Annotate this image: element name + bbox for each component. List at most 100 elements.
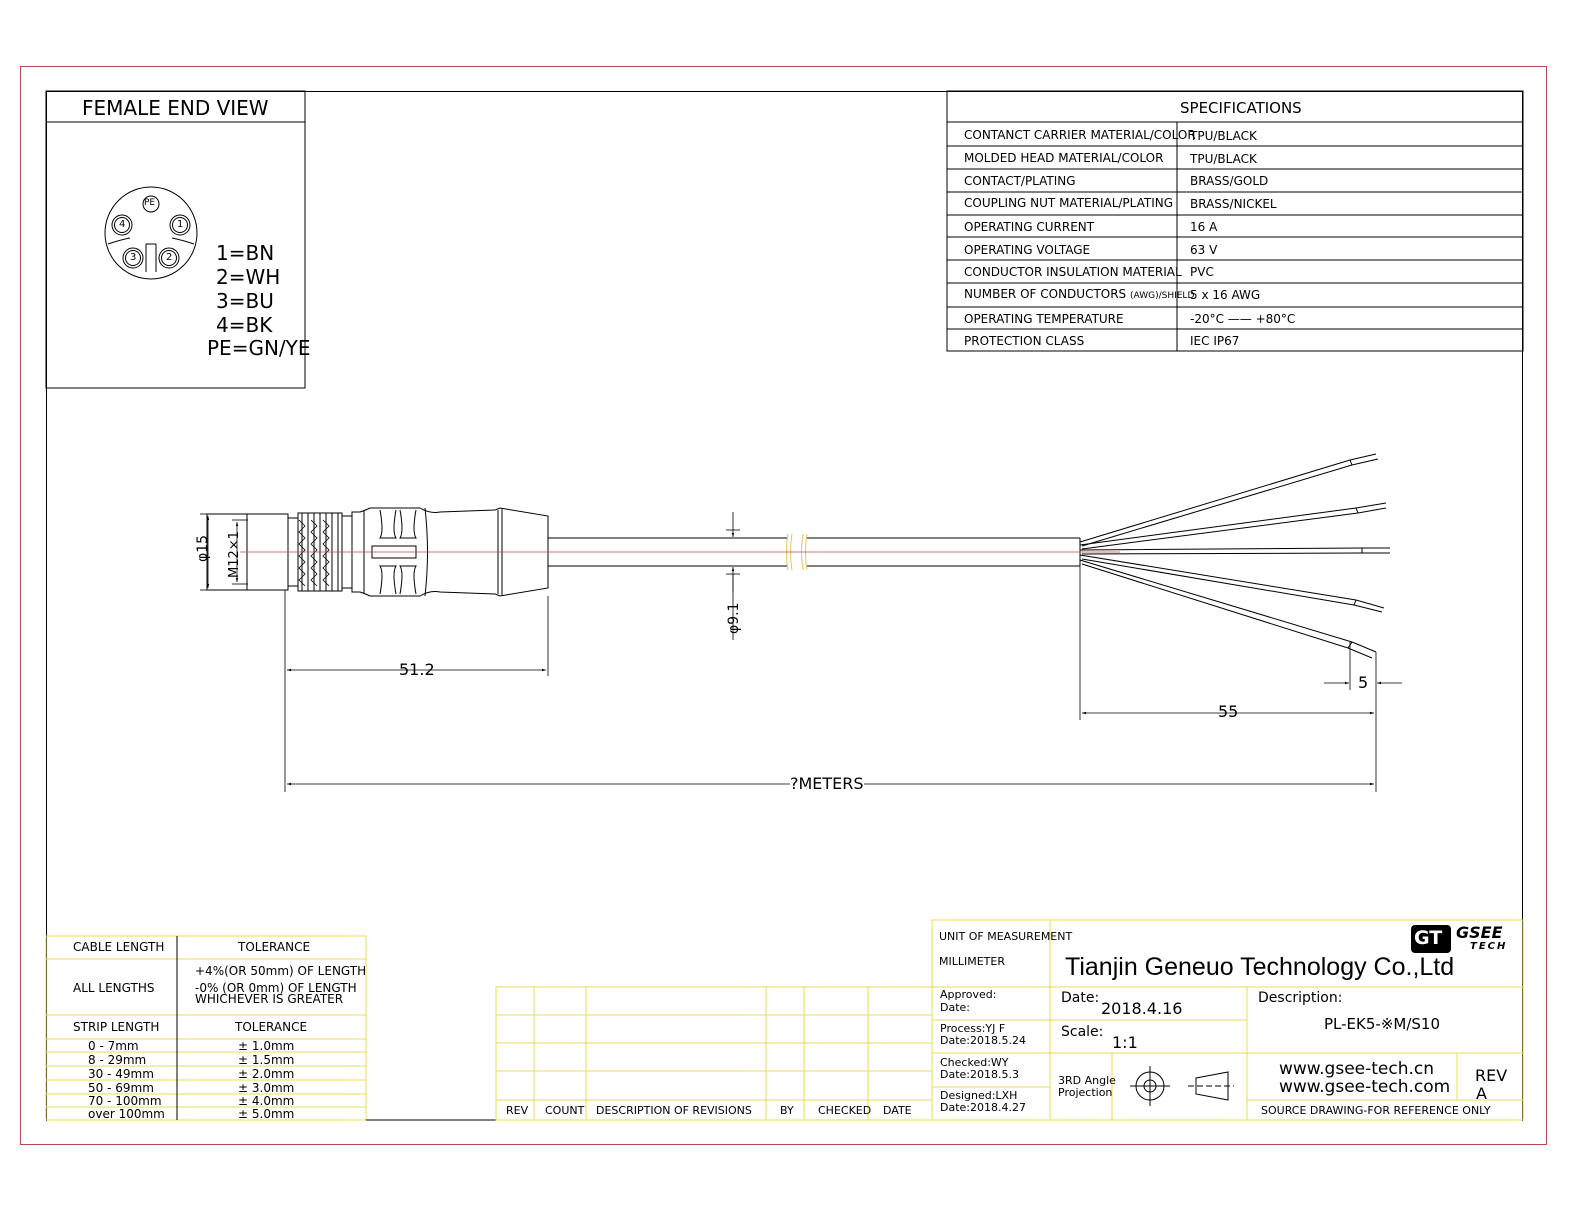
projection-label: 3RD Angle bbox=[1058, 1074, 1116, 1087]
spec-value: 16 A bbox=[1190, 220, 1218, 234]
rev-value: A bbox=[1476, 1084, 1487, 1103]
spec-value: TPU/BLACK bbox=[1190, 152, 1257, 166]
scale-label: Scale: bbox=[1061, 1024, 1104, 1040]
connector-face-diagram bbox=[104, 186, 198, 280]
dimension-cable-diameter: φ9.1 bbox=[726, 602, 742, 635]
pin-1-label: 1 bbox=[177, 219, 184, 230]
strip-tolerance: ± 3.0mm bbox=[238, 1081, 295, 1095]
spec-value: BRASS/NICKEL bbox=[1190, 197, 1277, 211]
female-end-view-box bbox=[45, 90, 306, 389]
process-date: Date:2018.5.24 bbox=[940, 1034, 1026, 1047]
spec-label: COUPLING NUT MATERIAL/PLATING bbox=[964, 196, 1174, 210]
company-logo-mark bbox=[1411, 925, 1451, 953]
logo-gsee-text: GSEE bbox=[1456, 923, 1503, 942]
all-lengths-tolerance: WHICHEVER IS GREATER bbox=[195, 992, 344, 1006]
scale-value: 1:1 bbox=[1112, 1033, 1138, 1052]
all-lengths-tolerance: -0% (OR 0mm) OF LENGTH bbox=[195, 981, 357, 995]
cable-length-header: CABLE LENGTH bbox=[73, 940, 165, 954]
pin-3-label: 3 bbox=[130, 252, 137, 263]
tolerance-table-lines bbox=[45, 935, 367, 1121]
female-end-view-title: FEMALE END VIEW bbox=[82, 96, 269, 120]
revision-header-description: DESCRIPTION OF REVISIONS bbox=[596, 1104, 752, 1117]
approved-label: Approved: bbox=[940, 988, 997, 1001]
dimension-strip-long: 55 bbox=[1218, 702, 1239, 721]
strip-tolerance: ± 1.0mm bbox=[238, 1039, 295, 1053]
logo-tech-text: TECH bbox=[1470, 941, 1508, 952]
pin-2-label: 2 bbox=[166, 252, 173, 263]
dimension-total-length: ?METERS bbox=[790, 774, 864, 793]
strip-tolerance: ± 2.0mm bbox=[238, 1067, 295, 1081]
spec-label: MOLDED HEAD MATERIAL/COLOR bbox=[964, 151, 1164, 165]
strip-range: 8 - 29mm bbox=[88, 1053, 147, 1067]
all-lengths-tolerance: +4%(OR 50mm) OF LENGTH bbox=[195, 964, 367, 978]
strip-range: 0 - 7mm bbox=[88, 1039, 139, 1053]
strip-length-header: STRIP LENGTH bbox=[73, 1020, 160, 1034]
source-drawing-note: SOURCE DRAWING-FOR REFERENCE ONLY bbox=[1261, 1104, 1491, 1117]
spec-label: CONDUCTOR INSULATION MATERIAL bbox=[964, 265, 1182, 279]
pin-4-label: 4 bbox=[119, 219, 126, 230]
spec-label: CONTACT/PLATING bbox=[964, 174, 1076, 188]
wire-color-3: 3=BU bbox=[216, 289, 274, 313]
title-block-lines bbox=[931, 919, 1524, 1121]
revision-header-date: DATE bbox=[883, 1104, 912, 1117]
dimension-head-length: 51.2 bbox=[399, 660, 435, 679]
revision-header-by: BY bbox=[780, 1104, 794, 1117]
spec-label: NUMBER OF CONDUCTORS (AWG)/SHIELD bbox=[964, 287, 1195, 301]
tolerance-header: TOLERANCE bbox=[238, 940, 311, 954]
revision-header-rev: REV bbox=[506, 1104, 529, 1117]
checked-date: Date:2018.5.3 bbox=[940, 1068, 1019, 1081]
drawing-frame bbox=[46, 91, 1523, 1121]
company-name: Tianjin Geneuo Technology Co.,Ltd bbox=[1065, 953, 1455, 981]
unit-of-measurement-value: MILLIMETER bbox=[939, 955, 1005, 968]
spec-label: CONTANCT CARRIER MATERIAL/COLOR bbox=[964, 128, 1196, 142]
process-label: Process:YJ F bbox=[940, 1022, 1006, 1035]
drawing-part-number: PL-EK5-※M/S10 bbox=[1324, 1015, 1440, 1033]
strip-tolerance: ± 5.0mm bbox=[238, 1107, 295, 1121]
spec-label: PROTECTION CLASS bbox=[964, 334, 1085, 348]
checked-label: Checked:WY bbox=[940, 1056, 1009, 1069]
wire-color-4: 4=BK bbox=[216, 313, 273, 337]
strip-range: 70 - 100mm bbox=[88, 1094, 162, 1108]
spec-value: IEC IP67 bbox=[1190, 334, 1240, 348]
dimension-thread: M12×1 bbox=[227, 531, 242, 578]
unit-of-measurement-label: UNIT OF MEASUREMENT bbox=[939, 930, 1073, 943]
spec-value: PVC bbox=[1190, 265, 1214, 279]
website-link-cn[interactable]: www.gsee-tech.cn bbox=[1279, 1059, 1435, 1079]
strip-range: over 100mm bbox=[88, 1107, 165, 1121]
wire-color-1: 1=BN bbox=[216, 241, 275, 265]
designed-date: Date:2018.4.27 bbox=[940, 1101, 1026, 1114]
website-link-com[interactable]: www.gsee-tech.com bbox=[1279, 1077, 1451, 1097]
spec-value: TPU/BLACK bbox=[1190, 129, 1257, 143]
projection-symbol bbox=[1130, 1066, 1234, 1106]
description-label: Description: bbox=[1258, 990, 1343, 1006]
revision-table-lines bbox=[495, 986, 933, 1121]
spec-label: OPERATING TEMPERATURE bbox=[964, 312, 1124, 326]
sheet-outer-border bbox=[20, 66, 1547, 1145]
spec-label: OPERATING CURRENT bbox=[964, 220, 1095, 234]
designed-label: Designed:LXH bbox=[940, 1089, 1018, 1102]
all-lengths-label: ALL LENGTHS bbox=[73, 981, 155, 995]
revision-header-count: COUNT bbox=[545, 1104, 585, 1117]
date-label: Date: bbox=[1061, 990, 1100, 1006]
dimension-head-diameter: φ15 bbox=[195, 534, 211, 562]
spec-value: BRASS/GOLD bbox=[1190, 174, 1269, 188]
logo-mark-text: GT bbox=[1414, 927, 1443, 949]
approved-date-label: Date: bbox=[940, 1001, 970, 1014]
spec-value: 5 x 16 AWG bbox=[1190, 288, 1261, 302]
date-value: 2018.4.16 bbox=[1101, 999, 1183, 1018]
strip-tolerance: ± 4.0mm bbox=[238, 1094, 295, 1108]
rev-label: REV bbox=[1475, 1066, 1508, 1085]
strip-tolerance-header: TOLERANCE bbox=[235, 1020, 308, 1034]
projection-label: Projection bbox=[1058, 1086, 1113, 1099]
strip-tolerance: ± 1.5mm bbox=[238, 1053, 295, 1067]
dimension-strip-short: 5 bbox=[1358, 673, 1369, 692]
wire-color-2: 2=WH bbox=[216, 265, 281, 289]
specifications-title: SPECIFICATIONS bbox=[1180, 99, 1302, 117]
strip-range: 50 - 69mm bbox=[88, 1081, 154, 1095]
wire-color-pe: PE=GN/YE bbox=[207, 336, 311, 360]
fanned-wires bbox=[1079, 453, 1390, 659]
spec-label: OPERATING VOLTAGE bbox=[964, 243, 1091, 257]
pin-pe-label: PE bbox=[144, 198, 156, 208]
spec-value: 63 V bbox=[1190, 243, 1218, 257]
